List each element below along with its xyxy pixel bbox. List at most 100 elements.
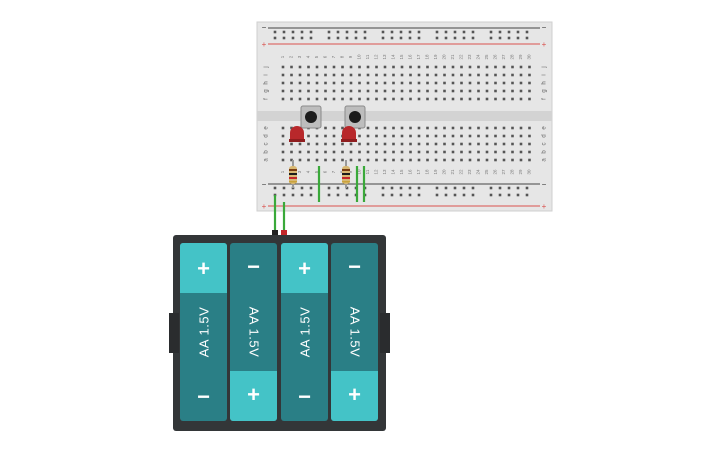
- aa-battery-cell-4[interactable]: − AA 1.5V +: [331, 243, 378, 421]
- breadboard-hole: [383, 158, 387, 162]
- rail-hole: [525, 36, 529, 40]
- breadboard-hole: [494, 65, 497, 69]
- breadboard-hole: [426, 134, 429, 138]
- rail-hole: [300, 30, 304, 34]
- breadboard-hole: [315, 150, 319, 154]
- breadboard-hole: [434, 158, 438, 162]
- minus-icon: −: [298, 384, 311, 409]
- rail-hole: [435, 186, 439, 190]
- row-letter: f: [264, 98, 270, 100]
- breadboard-hole: [349, 142, 353, 146]
- aa-battery-cell-1[interactable]: + AA 1.5V −: [180, 243, 227, 421]
- breadboard-hole: [434, 65, 438, 69]
- breadboard-hole: [528, 158, 531, 162]
- breadboard-hole: [324, 89, 327, 93]
- breadboard-hole: [451, 158, 455, 162]
- breadboard-hole: [307, 89, 310, 93]
- rail-hole: [525, 186, 529, 190]
- breadboard-hole: [324, 97, 327, 101]
- column-number: 12: [374, 169, 379, 175]
- breadboard-hole: [468, 81, 472, 85]
- breadboard-hole: [315, 158, 319, 162]
- breadboard-hole: [502, 134, 506, 138]
- rail-hole: [453, 193, 457, 197]
- breadboard-hole: [502, 126, 506, 130]
- resistor-2[interactable]: [342, 160, 350, 188]
- breadboard-hole: [477, 97, 480, 101]
- breadboard-hole: [528, 134, 531, 138]
- battery-cap: [331, 371, 378, 421]
- breadboard-hole: [477, 89, 480, 93]
- rail-hole: [471, 193, 475, 197]
- breadboard-hole: [511, 126, 514, 130]
- rail-hole: [345, 36, 349, 40]
- column-number: 20: [442, 169, 447, 175]
- column-number: 14: [391, 169, 396, 175]
- pushbutton-2[interactable]: [344, 105, 366, 129]
- rail-hole: [399, 193, 403, 197]
- breadboard-hole: [511, 142, 514, 146]
- breadboard-hole: [511, 81, 514, 85]
- rail-hole: [363, 30, 367, 34]
- breadboard-hole: [426, 142, 429, 146]
- column-number: 14: [391, 54, 396, 60]
- breadboard-hole: [485, 89, 489, 93]
- rail-hole: [489, 193, 493, 197]
- breadboard-hole: [502, 65, 506, 69]
- breadboard-hole: [460, 65, 463, 69]
- rail-hole: [273, 30, 277, 34]
- rail-hole: [453, 36, 457, 40]
- breadboard-hole: [519, 81, 523, 85]
- breadboard-hole: [417, 81, 421, 85]
- resistor-1[interactable]: [289, 160, 297, 188]
- battery-lead-negative: [272, 230, 278, 236]
- column-number: 25: [484, 169, 489, 175]
- rail-hole: [516, 30, 520, 34]
- breadboard-hole: [315, 89, 319, 93]
- rail-hole: [498, 36, 502, 40]
- red-led-1[interactable]: [289, 126, 305, 142]
- breadboard-hole: [451, 73, 455, 77]
- pushbutton-1[interactable]: [300, 105, 322, 129]
- breadboard-hole: [502, 158, 506, 162]
- column-number: 16: [408, 169, 413, 175]
- breadboard-hole: [434, 81, 438, 85]
- aa-battery-cell-3[interactable]: + AA 1.5V −: [281, 243, 328, 421]
- rail-hole: [390, 36, 394, 40]
- column-number: 4: [306, 55, 311, 58]
- breadboard-hole: [400, 134, 404, 138]
- rail-hole: [453, 186, 457, 190]
- breadboard-hole: [443, 73, 446, 77]
- battery-lead-positive: [281, 230, 287, 236]
- breadboard-hole: [468, 97, 472, 101]
- plus-icon: +: [247, 382, 260, 407]
- breadboard-hole: [426, 89, 429, 93]
- aa-battery-cell-2[interactable]: − AA 1.5V +: [230, 243, 277, 421]
- battery-pack[interactable]: + AA 1.5V − − AA 1.5V + + AA 1.5V − − AA…: [169, 235, 390, 431]
- breadboard-hole: [494, 126, 497, 130]
- breadboard-hole: [383, 73, 387, 77]
- breadboard-hole: [375, 65, 378, 69]
- breadboard-hole: [358, 150, 361, 154]
- row-letter: h: [264, 81, 270, 84]
- breadboard-hole: [409, 126, 412, 130]
- breadboard-hole: [375, 158, 378, 162]
- breadboard-hole: [409, 142, 412, 146]
- breadboard-hole: [341, 142, 344, 146]
- breadboard-hole: [400, 142, 404, 146]
- breadboard-hole: [502, 81, 506, 85]
- breadboard-hole: [281, 97, 285, 101]
- jumper-wires[interactable]: [273, 166, 366, 233]
- breadboard-hole: [417, 73, 421, 77]
- column-number: 29: [518, 169, 523, 175]
- battery-pack-notch: [380, 313, 390, 353]
- breadboard-hole: [528, 81, 531, 85]
- row-letter: e: [542, 126, 548, 130]
- column-number: 4: [306, 170, 311, 173]
- battery-pack-notch: [169, 313, 179, 353]
- breadboard-hole: [307, 134, 310, 138]
- breadboard-hole: [400, 126, 404, 130]
- red-led-2[interactable]: [341, 126, 357, 142]
- breadboard-hole: [485, 73, 489, 77]
- rail-hole: [408, 36, 412, 40]
